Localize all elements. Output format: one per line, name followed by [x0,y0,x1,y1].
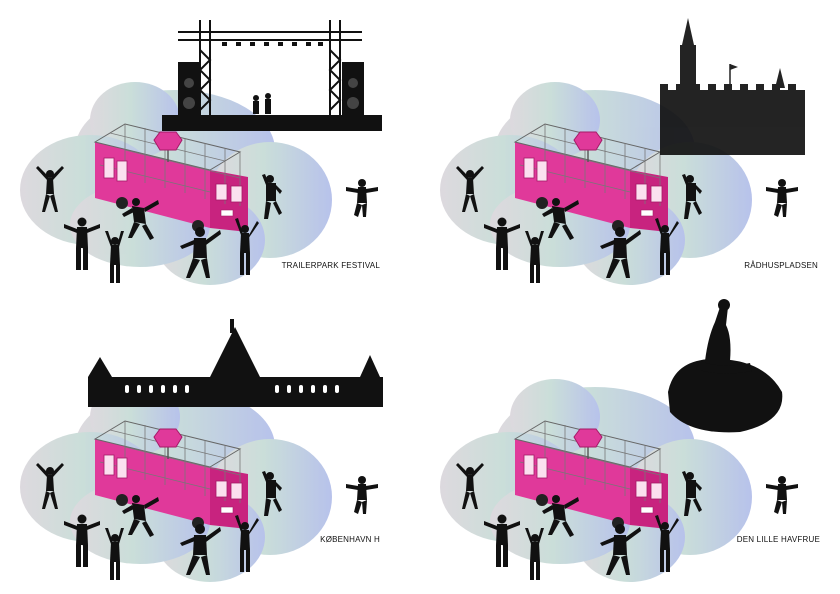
radhuspladsen-scene [439,18,805,286]
central-station-silhouette [88,319,383,407]
lille-havfrue-scene [439,299,799,583]
trailerpark-scene [19,20,382,286]
caption-trailerpark-festival: TRAILERPARK FESTIVAL [281,261,380,270]
kobenhavn-scene [19,319,383,583]
caption-kobenhavn-h: KØBENHAVN H [320,535,380,544]
panel-trailerpark: TRAILERPARK FESTIVAL [0,0,420,297]
panel-radhuspladsen: RÅDHUSPLADSEN [420,0,840,297]
city-hall-silhouette [660,18,805,155]
caption-den-lille-havfrue: DEN LILLE HAVFRUE [736,535,820,544]
panel-kobenhavn: KØBENHAVN H [0,297,420,594]
panel-lille-havfrue: DEN LILLE HAVFRUE [420,297,840,594]
stage-silhouette [162,20,382,131]
caption-radhuspladsen: RÅDHUSPLADSEN [744,261,818,270]
little-mermaid-silhouette [668,299,783,433]
